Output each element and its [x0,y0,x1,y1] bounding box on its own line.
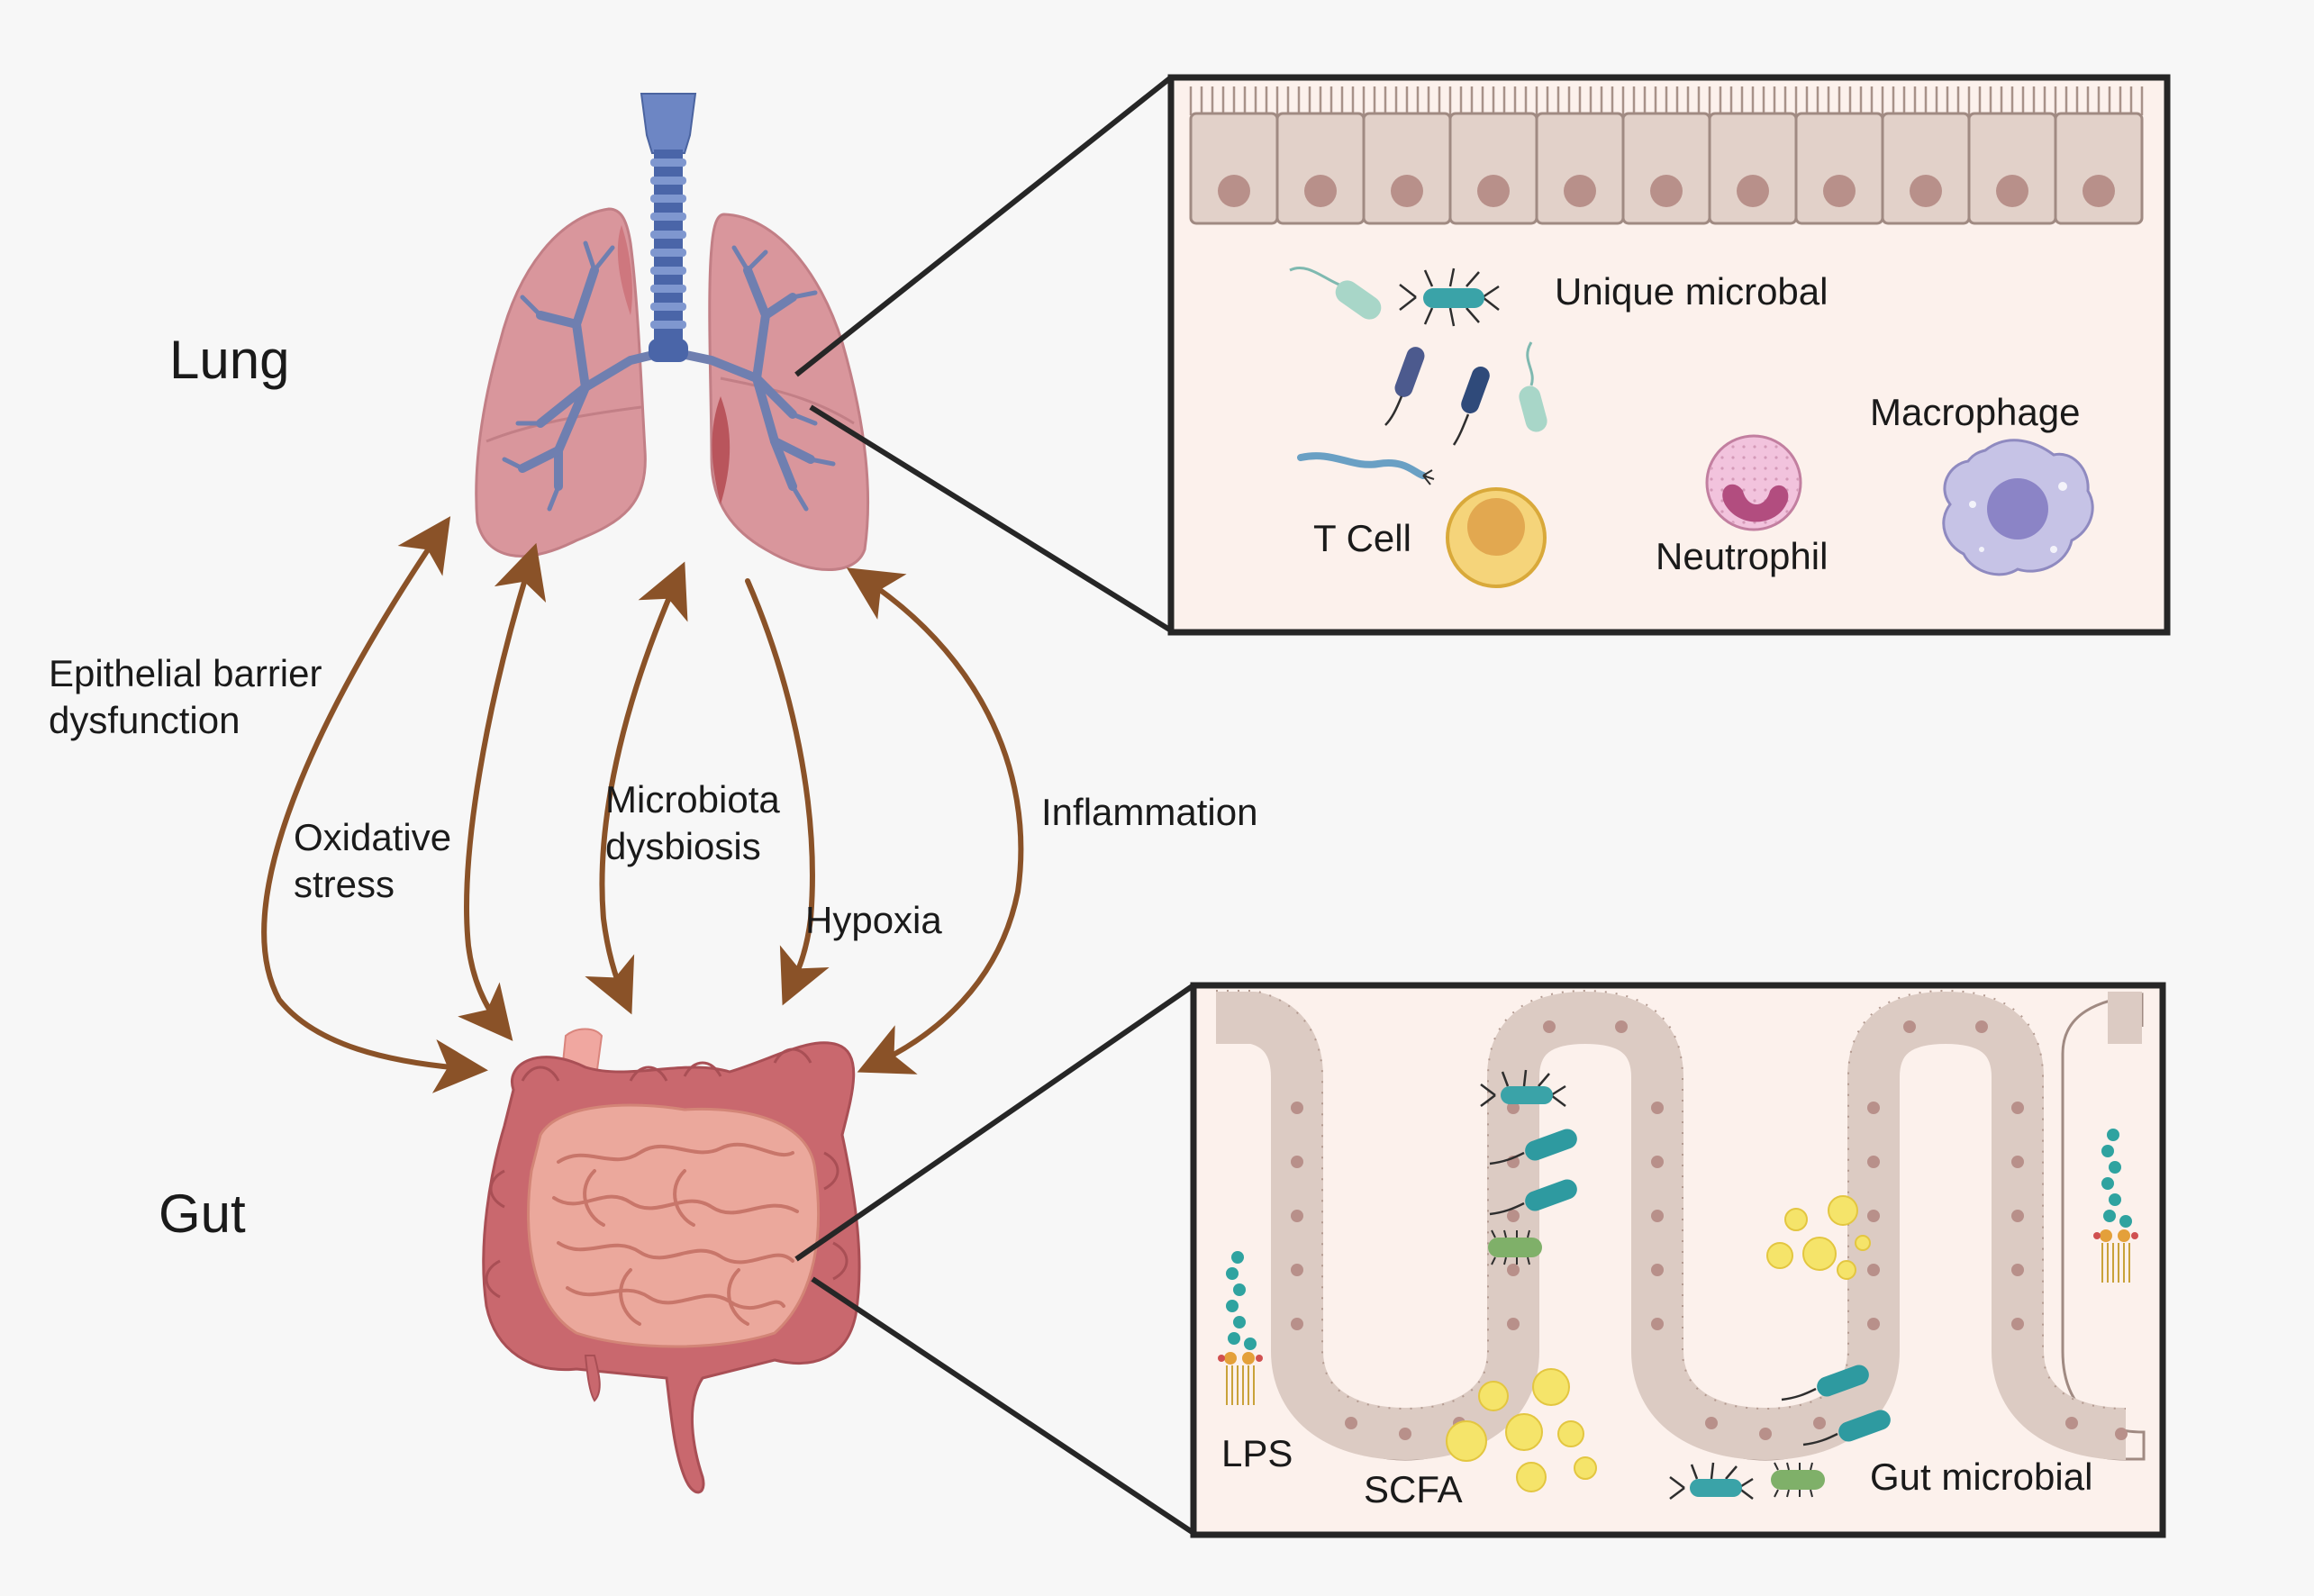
lung-microbes [1289,267,1547,485]
gut-label: Gut [159,1183,246,1244]
neutrophil-label: Neutrophil [1656,535,1828,577]
t-cell-label: T Cell [1313,517,1411,559]
hypoxia-label: Hypoxia [805,899,942,941]
lung-epithelium [1189,86,2144,225]
lung-inset-border [1167,74,2171,636]
unique-microbal-label: Unique microbal [1555,270,1828,313]
microbiota-dysbiosis-label-line1: Microbiota [605,778,780,821]
pathway-arrows [261,516,1024,1093]
oxidative-stress-label-line2: stress [294,863,395,905]
arrow-oxidative-stress [458,542,547,1041]
scfa-label: SCFA [1364,1468,1463,1510]
gut-microbial-label: Gut microbial [1870,1455,2092,1498]
gut-inset-border [1190,982,2166,1538]
gut-inset: LPS SCFA Gut microbial [1190,982,2166,1538]
gut-illustration [482,1028,861,1494]
lung-inset: Unique microbal T Cell Neutrophil Macrop… [1167,74,2171,636]
scfa-droplets [1446,1195,1871,1492]
lps-molecule-right [2093,1129,2138,1283]
lps-label: LPS [1221,1432,1293,1474]
arrow-microbiota-dysbiosis [585,561,688,1015]
microbiota-dysbiosis-label-line2: dysbiosis [605,825,761,867]
lung-illustration [475,93,870,571]
inflammation-label: Inflammation [1041,791,1257,833]
lung-label: Lung [169,330,289,390]
neutrophil-icon [1705,434,1802,531]
callout-lines [794,75,1195,1536]
oxidative-stress-label-line1: Oxidative [294,816,451,858]
arrow-inflammation [846,567,1024,1075]
epithelial-barrier-label-line1: Epithelial barrier [49,652,322,694]
macrophage-label: Macrophage [1870,391,2080,433]
arrow-hypoxia [745,578,830,1006]
gut-microbes [1480,1069,1891,1500]
lps-molecule-left [1218,1251,1263,1405]
macrophage-icon [1942,439,2094,576]
epithelial-barrier-label-line2: dysfunction [49,699,240,741]
arrow-epithelial-barrier [261,516,488,1093]
